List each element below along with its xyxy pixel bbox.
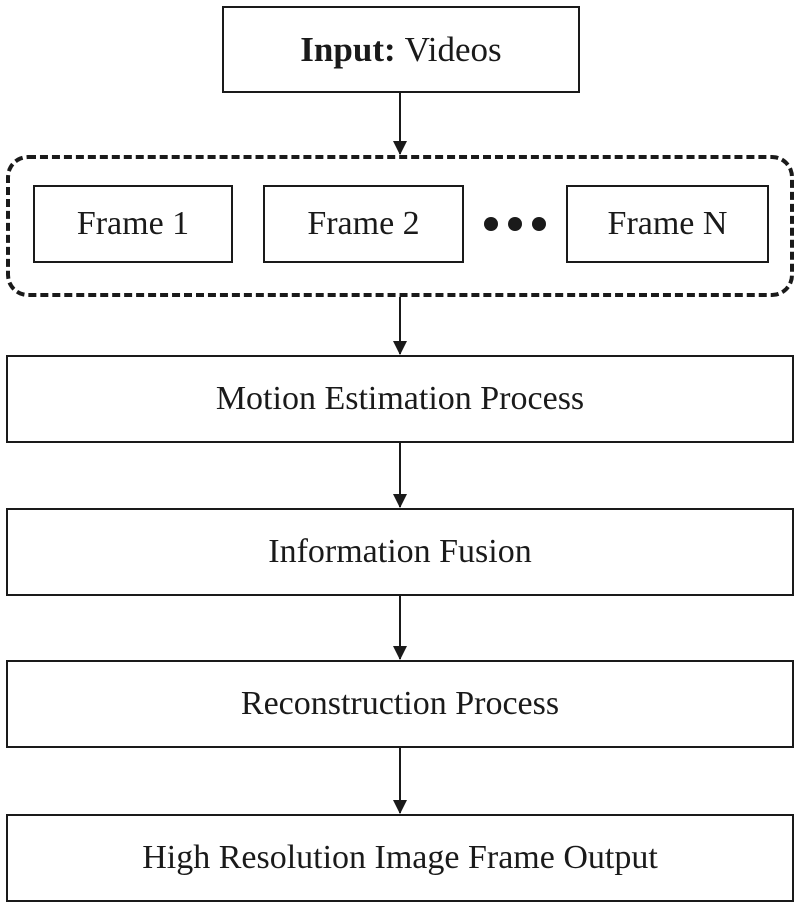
- arrowhead-3: [393, 494, 407, 508]
- frames-group: [6, 155, 794, 297]
- frame-1-box: Frame 1: [33, 185, 233, 263]
- information-fusion-box: Information Fusion: [6, 508, 794, 596]
- input-label: Input:: [300, 29, 396, 69]
- dot: [484, 217, 498, 231]
- reconstruction-label: Reconstruction Process: [240, 685, 560, 722]
- frame-2-label: Frame 2: [307, 205, 420, 242]
- input-box: Input: Videos: [222, 6, 580, 93]
- dot: [508, 217, 522, 231]
- arrowhead-1: [393, 141, 407, 155]
- frame-n-label: Frame N: [607, 205, 728, 242]
- dot: [532, 217, 546, 231]
- information-fusion-label: Information Fusion: [268, 533, 532, 570]
- arrowhead-4: [393, 646, 407, 660]
- frame-2-box: Frame 2: [263, 185, 464, 263]
- reconstruction-box: Reconstruction Process: [6, 660, 794, 748]
- input-value: Videos: [404, 29, 502, 69]
- output-label: High Resolution Image Frame Output: [142, 839, 658, 876]
- motion-estimation-box: Motion Estimation Process: [6, 355, 794, 443]
- arrowhead-2: [393, 341, 407, 355]
- motion-estimation-label: Motion Estimation Process: [215, 380, 585, 417]
- output-box: High Resolution Image Frame Output: [6, 814, 794, 902]
- frame-1-label: Frame 1: [76, 205, 190, 242]
- ellipsis-icon: [484, 209, 546, 239]
- arrowhead-5: [393, 800, 407, 814]
- frame-n-box: Frame N: [566, 185, 769, 263]
